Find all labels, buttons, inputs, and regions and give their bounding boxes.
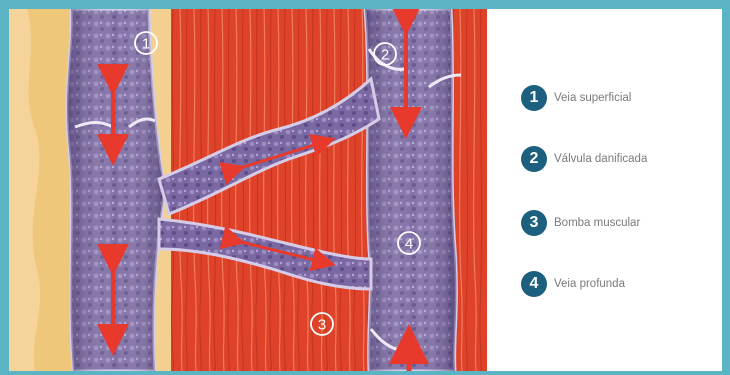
- vein-illustration: 1 2 3 4: [9, 9, 487, 371]
- legend-item-muscle-pump: 3 Bomba muscular: [521, 210, 640, 236]
- legend-number-badge: 3: [521, 210, 547, 236]
- legend-number-badge: 1: [521, 85, 547, 111]
- legend-number-badge: 4: [521, 271, 547, 297]
- legend-number-badge: 2: [521, 146, 547, 172]
- svg-text:1: 1: [142, 36, 150, 53]
- legend-item-damaged-valve: 2 Válvula danificada: [521, 146, 647, 172]
- legend-label: Válvula danificada: [554, 153, 647, 165]
- legend-item-superficial-vein: 1 Veia superficial: [521, 85, 631, 111]
- legend-item-deep-vein: 4 Veia profunda: [521, 271, 625, 297]
- legend-label: Veia superficial: [554, 92, 631, 104]
- legend-label: Bomba muscular: [554, 217, 640, 229]
- svg-text:3: 3: [318, 317, 326, 334]
- svg-text:2: 2: [381, 47, 389, 64]
- svg-text:4: 4: [405, 236, 413, 253]
- legend-label: Veia profunda: [554, 278, 625, 290]
- legend: 1 Veia superficial 2 Válvula danificada …: [521, 9, 721, 371]
- diagram-panel: 1 2 3 4 1 Veia superficial 2 Válvula: [9, 9, 722, 371]
